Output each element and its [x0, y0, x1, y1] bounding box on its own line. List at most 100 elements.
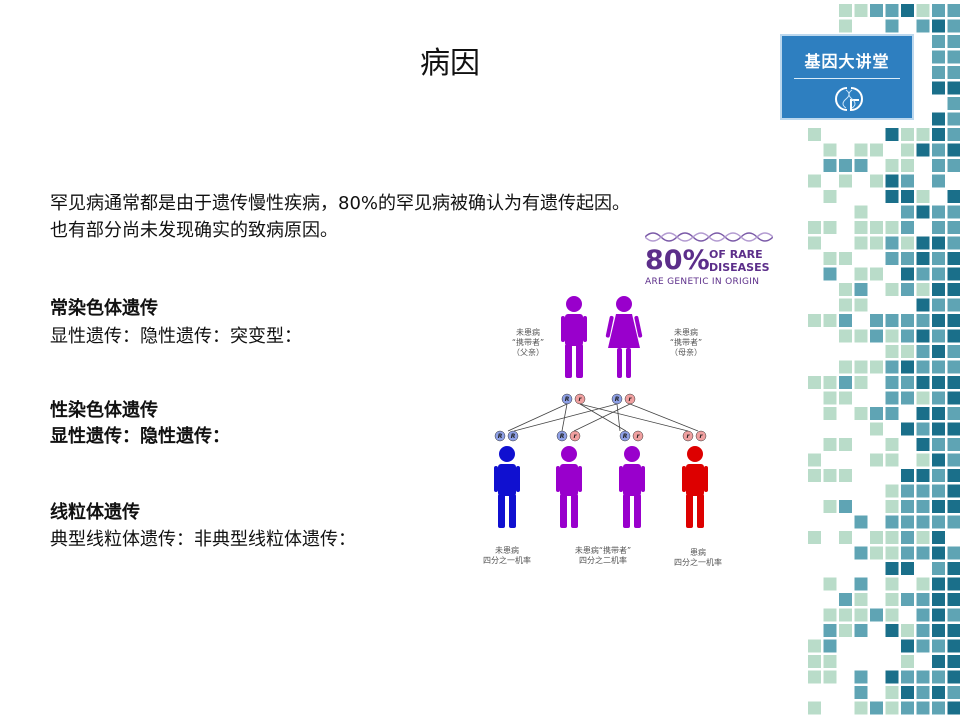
mosaic-tile [932, 655, 945, 668]
mosaic-tile [932, 546, 945, 560]
mosaic-tile [916, 4, 930, 17]
mother-figure [605, 296, 643, 378]
mosaic-tile [901, 562, 914, 575]
mosaic-tile [808, 376, 821, 389]
mosaic-tile [808, 174, 821, 188]
mosaic-tile [932, 438, 945, 451]
mosaic-tile [854, 577, 868, 591]
mosaic-tile [947, 593, 960, 606]
inheritance-lines [507, 403, 699, 432]
mosaic-tile [901, 531, 914, 544]
father-caption-3: （父亲） [512, 348, 544, 357]
mosaic-tile [823, 624, 837, 637]
mosaic-tile [901, 593, 914, 606]
mosaic-tile [932, 112, 945, 126]
mosaic-tile [901, 515, 914, 529]
mosaic-tile [916, 577, 930, 591]
mosaic-tile [932, 159, 945, 172]
mosaic-tile [823, 376, 837, 389]
mosaic-tile [916, 546, 930, 560]
mosaic-tile [932, 484, 945, 498]
mosaic-tile [901, 546, 914, 560]
mosaic-tile [947, 484, 960, 498]
mosaic-tile [823, 469, 837, 482]
mosaic-tile [901, 329, 914, 343]
mother-caption-1: 未患病 [674, 328, 698, 337]
mosaic-tile [885, 670, 899, 684]
mosaic-tile [885, 329, 899, 343]
mosaic-tile [854, 376, 868, 389]
mosaic-tile [839, 469, 852, 482]
mosaic-tile [870, 329, 883, 343]
child-carrier-figure-2 [619, 446, 645, 528]
mosaic-tile [885, 4, 899, 17]
mosaic-tile [947, 701, 960, 715]
svg-text:r: r [574, 433, 578, 440]
mosaic-tile [885, 391, 899, 405]
mosaic-tile [947, 205, 960, 219]
mosaic-tile [901, 701, 914, 715]
mosaic-tile [901, 143, 914, 157]
mosaic-tile [901, 4, 914, 17]
mosaic-tile [885, 484, 899, 498]
mosaic-tile [885, 174, 899, 188]
mosaic-tile [885, 608, 899, 622]
mosaic-tile [901, 360, 914, 374]
mosaic-tile [854, 407, 868, 420]
mosaic-tile [916, 314, 930, 327]
mosaic-tile [947, 407, 960, 420]
mosaic-tile [885, 500, 899, 513]
mosaic-tile [808, 469, 821, 482]
mosaic-tile [870, 546, 883, 560]
svg-text:R: R [560, 433, 565, 440]
child1-caption-1: 未患病 [495, 546, 519, 555]
mother-caption-2: “携带者” [669, 338, 703, 347]
child23-caption: 未患病“携带者” 四分之二机率 [568, 546, 638, 566]
section-heading-mitochondrial: 线粒体遗传 [50, 502, 140, 523]
mosaic-tile [839, 252, 852, 265]
svg-text:r: r [637, 433, 641, 440]
mosaic-tile [885, 128, 899, 141]
mosaic-tile [885, 221, 899, 234]
child4-caption-2: 四分之一机率 [674, 558, 722, 567]
mosaic-tile [854, 267, 868, 281]
mosaic-tile [823, 438, 837, 451]
mosaic-tile [932, 143, 945, 157]
mosaic-tile [947, 236, 960, 250]
mosaic-tile [947, 345, 960, 358]
mosaic-tile [932, 252, 945, 265]
mosaic-tile [932, 267, 945, 281]
mosaic-tile [885, 531, 899, 544]
mosaic-tile [854, 686, 868, 699]
mosaic-tile [885, 360, 899, 374]
mosaic-tile [916, 484, 930, 498]
child23-caption-2: 四分之二机率 [579, 556, 627, 565]
mosaic-tile [916, 608, 930, 622]
mosaic-tile [901, 469, 914, 482]
mosaic-tile [901, 221, 914, 234]
mosaic-tile [854, 515, 868, 529]
mosaic-tile [854, 221, 868, 234]
mosaic-tile [947, 298, 960, 312]
mosaic-tile [947, 546, 960, 560]
mosaic-tile [839, 314, 852, 327]
mosaic-tile [870, 531, 883, 544]
mosaic-tile [916, 686, 930, 699]
mosaic-tile [839, 500, 852, 513]
mosaic-tile [885, 515, 899, 529]
mosaic-tile [839, 391, 852, 405]
mosaic-tile [885, 686, 899, 699]
mosaic-tile [901, 422, 914, 436]
mosaic-tile [916, 267, 930, 281]
mosaic-tile [932, 670, 945, 684]
svg-text:r: r [579, 396, 583, 403]
mosaic-tile [839, 159, 852, 172]
mosaic-tile [839, 531, 852, 544]
badge-percent: 80% [645, 245, 710, 276]
mosaic-tile [947, 391, 960, 405]
mosaic-tile [916, 236, 930, 250]
mosaic-tile [916, 515, 930, 529]
child4-caption: 患病 四分之一机率 [666, 548, 730, 568]
mosaic-tile [947, 376, 960, 389]
